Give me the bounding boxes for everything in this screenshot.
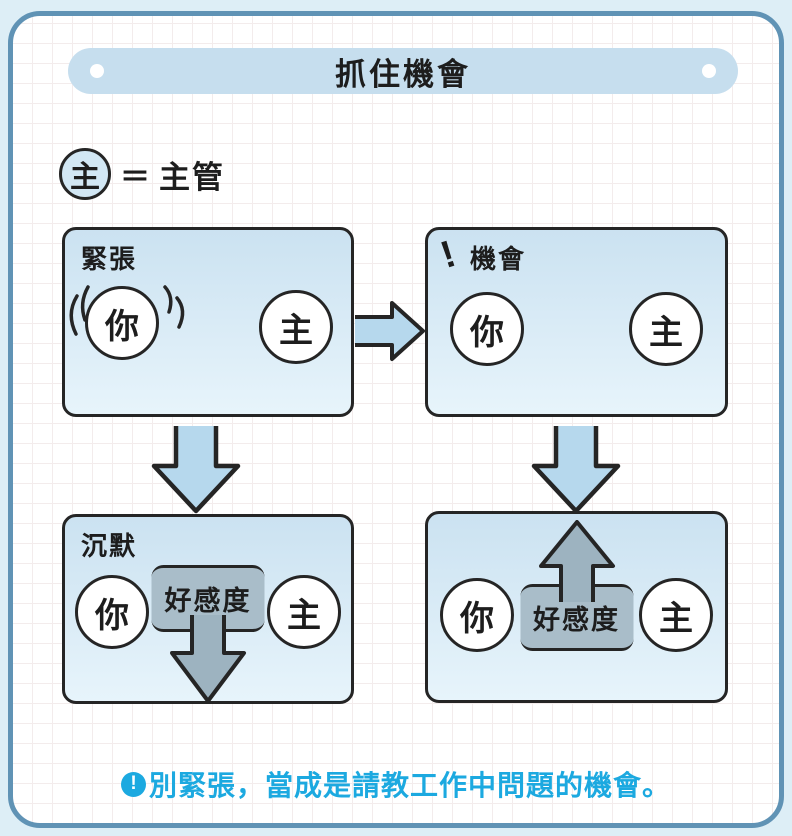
boss-circle: 主 — [639, 578, 713, 652]
panel-silence: 沉默 你 主 好感度 — [62, 514, 354, 704]
you-circle: 你 — [75, 575, 149, 649]
exclamation-icon: ! — [435, 233, 461, 277]
favorability-label: 好感度 — [151, 565, 265, 632]
panel-opportunity: ! 機會 你 主 — [425, 227, 728, 417]
page-title: 抓住機會 — [335, 56, 471, 92]
boss-circle: 主 — [267, 575, 341, 649]
banner-hole-right-icon — [702, 64, 716, 78]
favorability-up-arrow-icon — [538, 520, 615, 602]
legend-boss-circle: 主 — [59, 148, 111, 200]
arrow-down-right-icon — [531, 426, 621, 514]
legend-label: 主管 — [159, 159, 225, 195]
note-exclamation-icon: ! — [120, 771, 146, 797]
equals-sign: ＝ — [120, 161, 150, 194]
boss-circle: 主 — [259, 290, 333, 364]
shake-marks-icon — [69, 285, 185, 336]
panel-nervous-title: 緊張 — [81, 244, 138, 274]
panel-favor-up: 你 主 好感度 — [425, 511, 728, 703]
favorability-down-arrow-icon — [170, 615, 246, 703]
panel-opportunity-title: 機會 — [470, 244, 527, 274]
arrow-right-icon — [355, 301, 425, 361]
note: ! 別緊張，當成是請教工作中問題的機會。 — [13, 764, 779, 804]
panel-nervous: 緊張 你 主 — [62, 227, 354, 417]
legend: 主 ＝ 主管 — [59, 148, 225, 200]
you-circle: 你 — [440, 578, 514, 652]
you-circle: 你 — [450, 292, 524, 366]
you-circle: 你 — [85, 286, 159, 360]
panel-silence-title: 沉默 — [81, 531, 138, 561]
title-banner: 抓住機會 — [68, 48, 738, 94]
banner-hole-left-icon — [90, 64, 104, 78]
arrow-down-left-icon — [151, 426, 241, 514]
note-text: 別緊張，當成是請教工作中問題的機會。 — [148, 770, 671, 801]
boss-circle: 主 — [629, 292, 703, 366]
diagram-card: 抓住機會 主 ＝ 主管 緊張 你 主 ! — [8, 11, 784, 828]
